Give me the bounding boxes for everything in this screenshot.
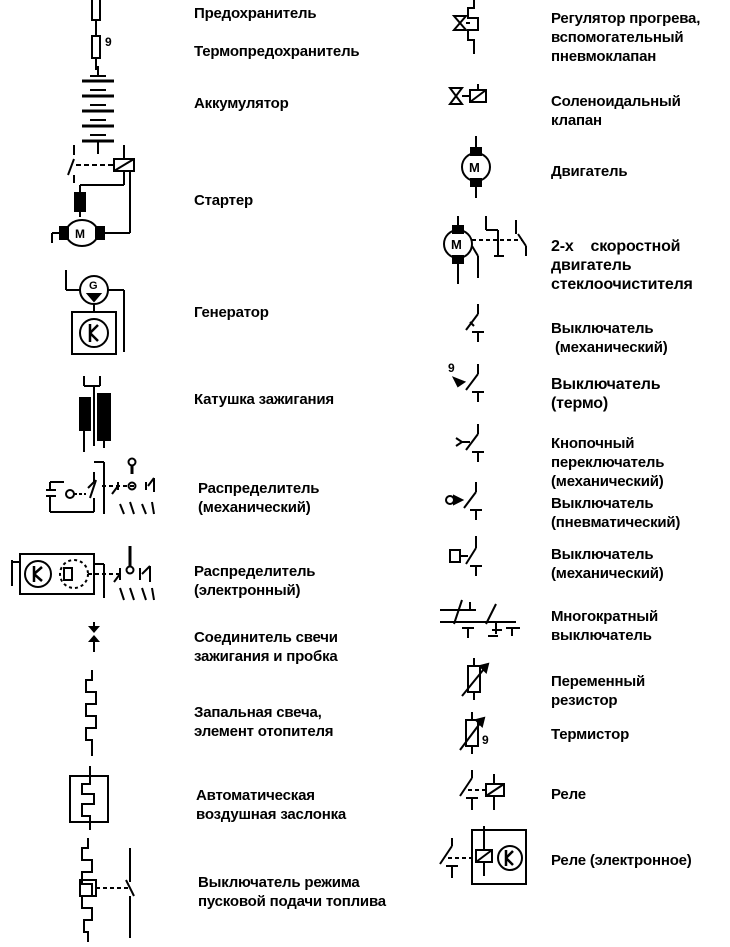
variable-resistor-icon — [461, 658, 490, 700]
thermo-switch-mark: 9 — [448, 361, 455, 375]
label-thermistor: Термистор — [551, 726, 630, 743]
auto-choke-icon — [69, 766, 109, 830]
label-switch-mech: Выключатель (механический) — [551, 320, 668, 356]
generator-mark: G — [89, 280, 98, 292]
starter-mark: M — [75, 227, 85, 241]
label-switch-mech-2: Выключатель (механический) — [551, 546, 664, 582]
label-fuse: Предохранитель — [194, 5, 317, 22]
label-distributor-elec: Распределитель (электронный) — [194, 563, 316, 599]
warmup-regulator-icon — [451, 0, 479, 54]
relay-icon — [459, 770, 505, 810]
thermistor-icon: 9 — [459, 712, 489, 754]
label-choke: Автоматическая воздушная заслонка — [196, 787, 347, 823]
label-start-switch: Выключатель режима пусковой подачи топли… — [198, 874, 386, 910]
multiple-switch-icon — [440, 599, 520, 638]
label-relay-elec: Реле (электронное) — [551, 852, 692, 869]
label-thermo-fuse: Термопредохранитель — [194, 43, 360, 60]
motor-mark: M — [469, 160, 480, 175]
label-relay: Реле — [551, 786, 586, 803]
motor-icon: M — [461, 136, 491, 198]
label-battery: Аккумулятор — [194, 95, 289, 112]
thermal-fuse-icon: 9 — [91, 28, 112, 70]
label-distributor-mech: Распределитель (механический) — [198, 480, 320, 516]
starter-icon: M — [51, 145, 135, 247]
label-warmup-regulator: Регулятор прогрева, вспомогательный пнев… — [551, 10, 701, 65]
distributor-mechanical-icon — [46, 457, 155, 515]
label-push-switch: Кнопочный переключатель (механический) — [551, 435, 665, 490]
label-variable-resistor: Переменный резистор — [551, 673, 646, 709]
battery-icon — [82, 66, 114, 154]
solenoid-valve-icon — [448, 84, 487, 105]
mechanical-switch-icon — [465, 304, 484, 342]
thermistor-mark: 9 — [482, 733, 489, 747]
label-switch-thermo: Выключатель (термо) — [551, 376, 661, 412]
label-ignition-coil: Катушка зажигания — [194, 391, 334, 408]
label-switch-pneumatic: Выключатель (пневматический) — [551, 495, 681, 531]
start-fuel-switch-icon — [79, 838, 135, 942]
spark-plug-connector-icon — [88, 622, 100, 652]
label-starter: Стартер — [194, 192, 253, 209]
label-motor: Двигатель — [551, 163, 628, 180]
distributor-electronic-icon — [11, 546, 155, 601]
label-wiper-motor: 2-х скоростной двигатель стеклоочистител… — [551, 238, 693, 293]
label-solenoid-valve: Соленоидальный клапан — [551, 93, 681, 129]
thermo-switch-icon: 9 — [448, 361, 484, 402]
two-speed-wiper-motor-icon: M — [443, 216, 527, 284]
generator-icon: G — [65, 270, 125, 355]
electronic-relay-icon — [439, 826, 527, 885]
push-button-switch-icon — [455, 424, 484, 462]
mechanical-switch-2-icon — [449, 536, 482, 576]
label-multi-switch: Многократный выключатель — [551, 608, 658, 644]
ignition-coil-icon — [79, 376, 111, 452]
wiper-motor-mark: M — [451, 237, 462, 252]
label-plug-connector: Соединитель свечи зажигания и пробка — [194, 629, 338, 665]
label-generator: Генератор — [194, 304, 269, 321]
glow-plug-icon — [85, 670, 97, 756]
pneumatic-switch-icon — [445, 482, 482, 520]
label-glow-plug: Запальная свеча, элемент отопителя — [194, 704, 334, 740]
thermo-fuse-mark: 9 — [105, 35, 112, 49]
